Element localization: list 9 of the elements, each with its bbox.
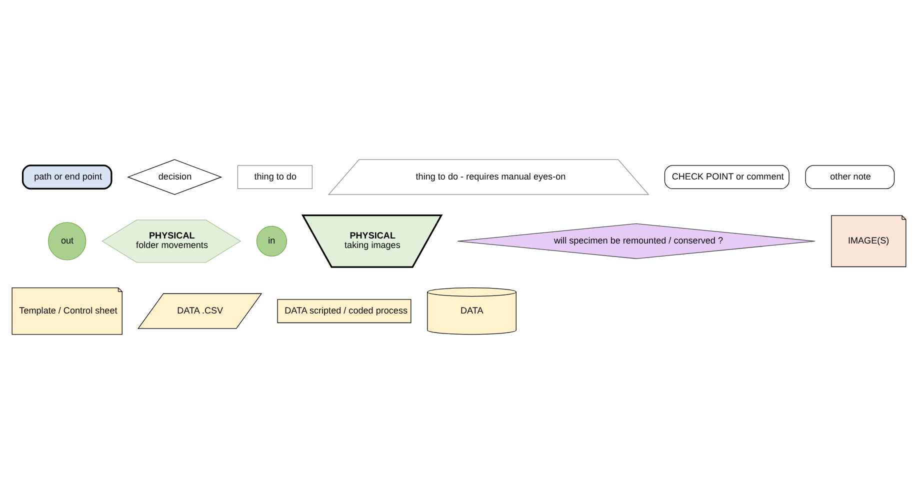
node-box: DATA scripted / coded process	[277, 299, 412, 324]
node-box: CHECK POINT or comment	[664, 165, 790, 190]
node-box: other note	[805, 165, 895, 190]
node-circle: out	[48, 222, 86, 260]
node-box: path or end point	[22, 164, 112, 190]
node-diamond: will specimen be remounted / conserved ?	[457, 223, 816, 259]
node-box: thing to do	[237, 165, 312, 190]
node-circle: in	[256, 226, 288, 256]
node-diamond: decision	[127, 159, 222, 195]
